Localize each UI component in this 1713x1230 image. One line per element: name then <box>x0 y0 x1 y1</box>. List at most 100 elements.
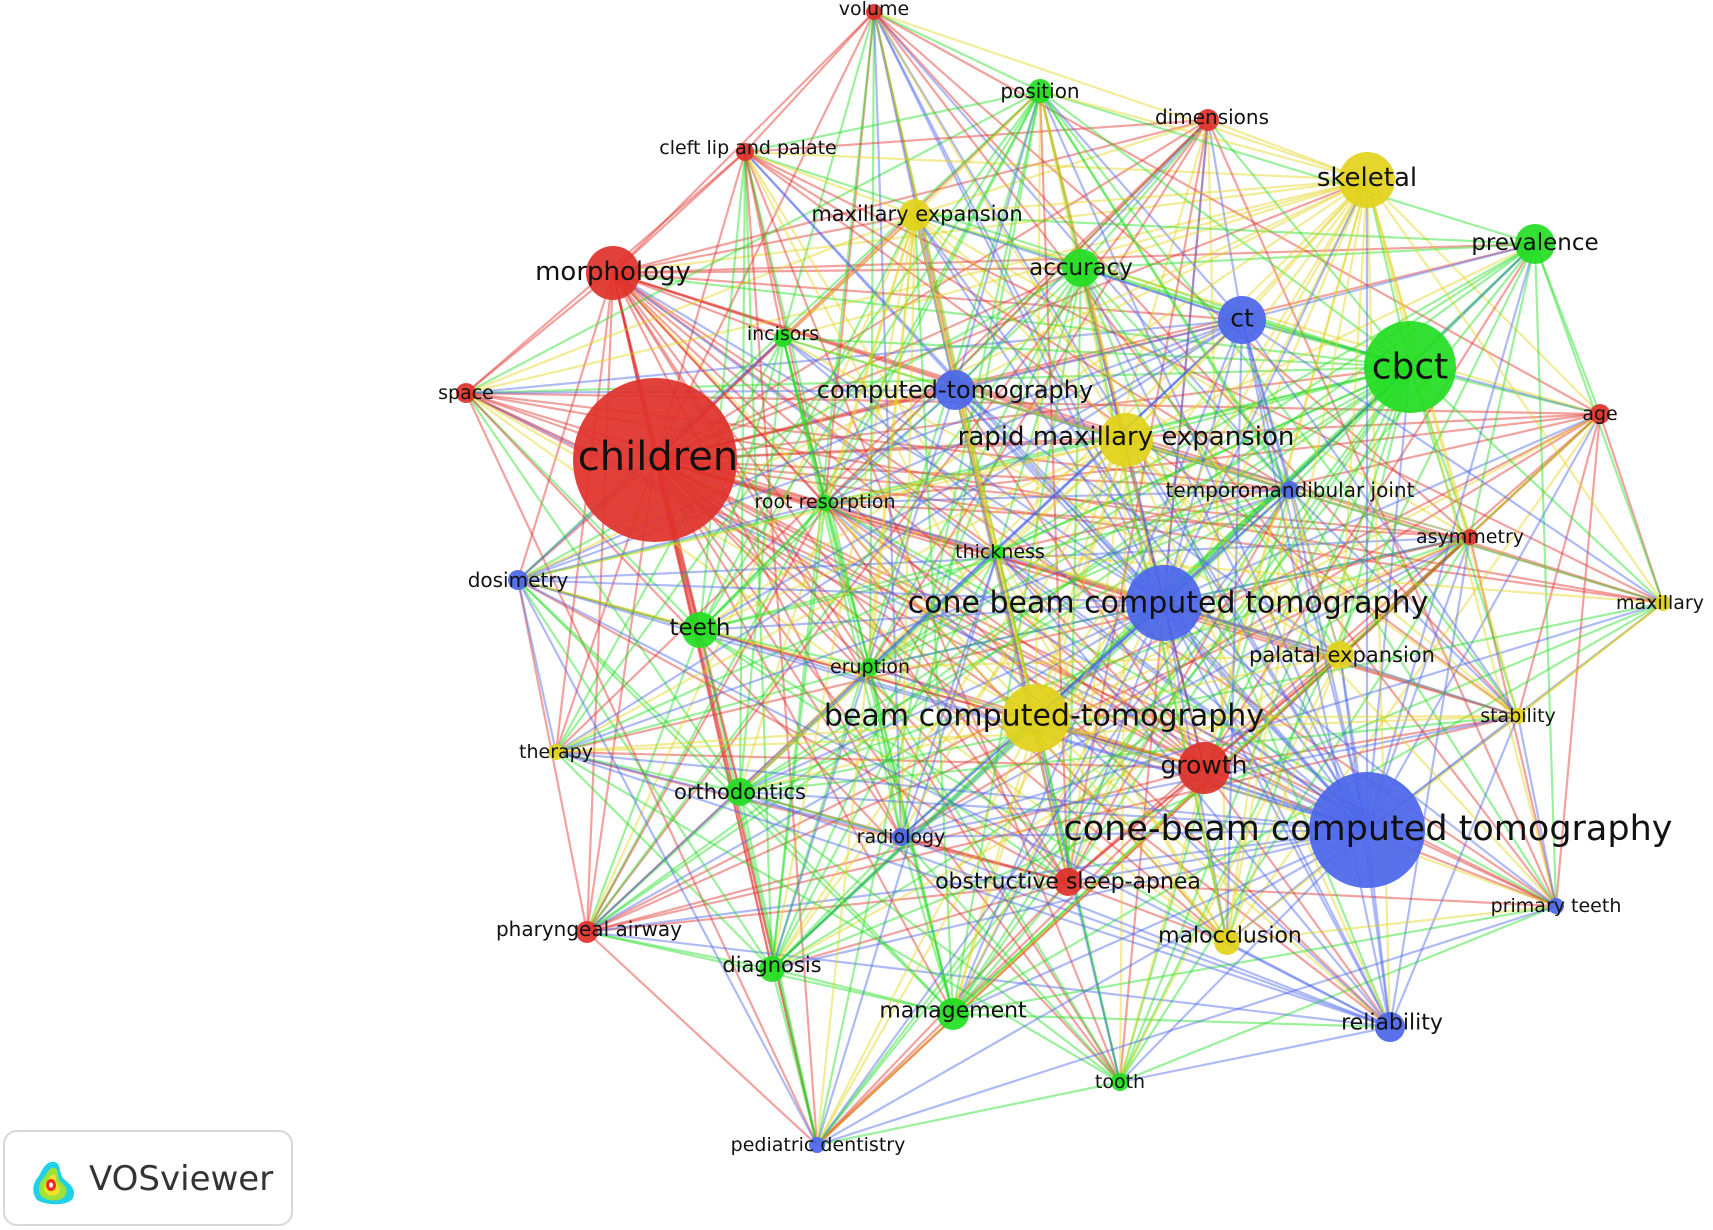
label-morphology[interactable]: morphology <box>535 257 691 287</box>
edge-children-stability <box>653 458 1520 718</box>
edge-pharyngeal-stability <box>585 714 1520 934</box>
label-pharyngeal[interactable]: pharyngeal airway <box>496 917 682 941</box>
node-rootres[interactable] <box>817 495 833 511</box>
label-cleft[interactable]: cleft lip and palate <box>659 137 836 159</box>
label-orthodontics[interactable]: orthodontics <box>674 780 806 804</box>
edge-thickness-rme <box>996 438 1128 554</box>
node-dimensions[interactable] <box>1197 109 1219 131</box>
label-position[interactable]: position <box>1000 79 1079 103</box>
label-space[interactable]: space <box>438 382 494 404</box>
label-ct[interactable]: ct <box>1230 304 1254 333</box>
node-rme[interactable] <box>1099 413 1153 467</box>
node-ct[interactable] <box>1218 296 1266 344</box>
node-maxillary[interactable] <box>1655 595 1671 611</box>
label-asymmetry[interactable]: asymmetry <box>1416 526 1524 548</box>
node-cbct_space[interactable] <box>1126 565 1202 641</box>
label-beamct[interactable]: beam computed-tomography <box>824 699 1264 734</box>
label-age[interactable]: age <box>1582 403 1617 425</box>
edge-osa-teeth <box>698 628 1070 884</box>
node-growth[interactable] <box>1178 742 1230 794</box>
node-incisors[interactable] <box>774 329 792 347</box>
label-maxillary[interactable]: maxillary <box>1616 592 1704 614</box>
node-skeletal[interactable] <box>1339 152 1395 208</box>
label-reliability[interactable]: reliability <box>1341 1011 1443 1036</box>
node-morphology[interactable] <box>586 246 640 300</box>
label-primary[interactable]: primary teeth <box>1491 895 1622 917</box>
label-accuracy[interactable]: accuracy <box>1029 255 1133 281</box>
node-reliability[interactable] <box>1375 1012 1405 1042</box>
node-comptomo[interactable] <box>935 370 975 410</box>
node-space[interactable] <box>456 383 476 403</box>
label-growth[interactable]: growth <box>1161 751 1248 780</box>
node-diagnosis[interactable] <box>759 956 785 982</box>
label-pediatric[interactable]: pediatric dentistry <box>731 1134 906 1156</box>
label-incisors[interactable]: incisors <box>747 323 819 345</box>
edge-children-position <box>653 89 1042 462</box>
node-cbct_long[interactable] <box>1309 772 1425 888</box>
label-rootres[interactable]: root resorption <box>754 491 895 513</box>
edge-primary-rme <box>1124 438 1558 908</box>
label-prevalence[interactable]: prevalence <box>1471 230 1598 256</box>
node-prevalence[interactable] <box>1515 224 1555 264</box>
node-radiology[interactable] <box>892 828 910 846</box>
label-dimensions[interactable]: dimensions <box>1155 105 1269 129</box>
label-eruption[interactable]: eruption <box>830 656 910 678</box>
node-pediatric[interactable] <box>809 1137 825 1153</box>
node-cleft[interactable] <box>736 143 754 161</box>
edge-growth-skeletal <box>1202 178 1369 770</box>
label-children[interactable]: children <box>578 434 739 480</box>
node-maxexp[interactable] <box>899 199 931 231</box>
label-skeletal[interactable]: skeletal <box>1317 163 1417 193</box>
label-maxexp[interactable]: maxillary expansion <box>811 202 1022 226</box>
node-stability[interactable] <box>1510 708 1526 724</box>
node-dosimetry[interactable] <box>508 570 528 590</box>
node-age[interactable] <box>1590 404 1610 424</box>
label-rme[interactable]: rapid maxillary expansion <box>958 422 1295 452</box>
node-accuracy[interactable] <box>1062 249 1100 287</box>
node-teeth[interactable] <box>682 612 718 648</box>
node-tooth[interactable] <box>1111 1073 1129 1091</box>
node-beamct[interactable] <box>1002 684 1070 752</box>
edge-cbct_space-ct <box>1162 318 1244 605</box>
node-eruption[interactable] <box>861 658 879 676</box>
label-osa[interactable]: obstructive sleep-apnea <box>935 870 1201 895</box>
label-therapy[interactable]: therapy <box>519 741 593 763</box>
label-malocclusion[interactable]: malocclusion <box>1158 924 1302 949</box>
node-cbct[interactable] <box>1364 321 1456 413</box>
label-thickness[interactable]: thickness <box>955 541 1045 563</box>
edge-dimensions-cbct_space <box>1162 118 1210 605</box>
edge-dosimetry-reliability <box>516 578 1392 1029</box>
node-volume[interactable] <box>866 4 882 20</box>
node-children[interactable] <box>573 378 737 542</box>
node-management[interactable] <box>937 998 969 1030</box>
label-tmj[interactable]: temporomandibular joint <box>1166 478 1415 502</box>
edge-morphology-skeletal <box>611 178 1369 275</box>
node-orthodontics[interactable] <box>726 778 754 806</box>
edge-cleft-maxexp <box>743 150 917 217</box>
label-cbct_long[interactable]: cone-beam computed tomography <box>1064 809 1673 849</box>
node-pharyngeal[interactable] <box>576 921 598 943</box>
label-palatal[interactable]: palatal expansion <box>1249 643 1435 667</box>
node-malocclusion[interactable] <box>1214 929 1240 955</box>
label-dosimetry[interactable]: dosimetry <box>468 568 569 592</box>
edge-cbct-orthodontics <box>738 365 1412 794</box>
label-volume[interactable]: volume <box>839 0 909 20</box>
label-cbct_space[interactable]: cone beam computed tomography <box>908 586 1429 621</box>
node-primary[interactable] <box>1548 898 1564 914</box>
node-thickness[interactable] <box>991 545 1005 559</box>
label-tooth[interactable]: tooth <box>1095 1071 1145 1093</box>
label-teeth[interactable]: teeth <box>670 615 731 641</box>
node-therapy[interactable] <box>548 744 564 760</box>
edge-pharyngeal-cbct_space <box>585 601 1166 934</box>
node-osa[interactable] <box>1054 868 1082 896</box>
label-comptomo[interactable]: computed-tomography <box>817 376 1093 404</box>
label-radiology[interactable]: radiology <box>857 826 946 848</box>
node-tmj[interactable] <box>1281 481 1299 499</box>
label-cbct[interactable]: cbct <box>1372 347 1449 388</box>
label-management[interactable]: management <box>879 999 1027 1024</box>
label-diagnosis[interactable]: diagnosis <box>722 953 821 977</box>
node-palatal[interactable] <box>1326 641 1354 669</box>
node-position[interactable] <box>1028 79 1052 103</box>
node-asymmetry[interactable] <box>1462 529 1478 545</box>
label-stability[interactable]: stability <box>1480 705 1556 727</box>
